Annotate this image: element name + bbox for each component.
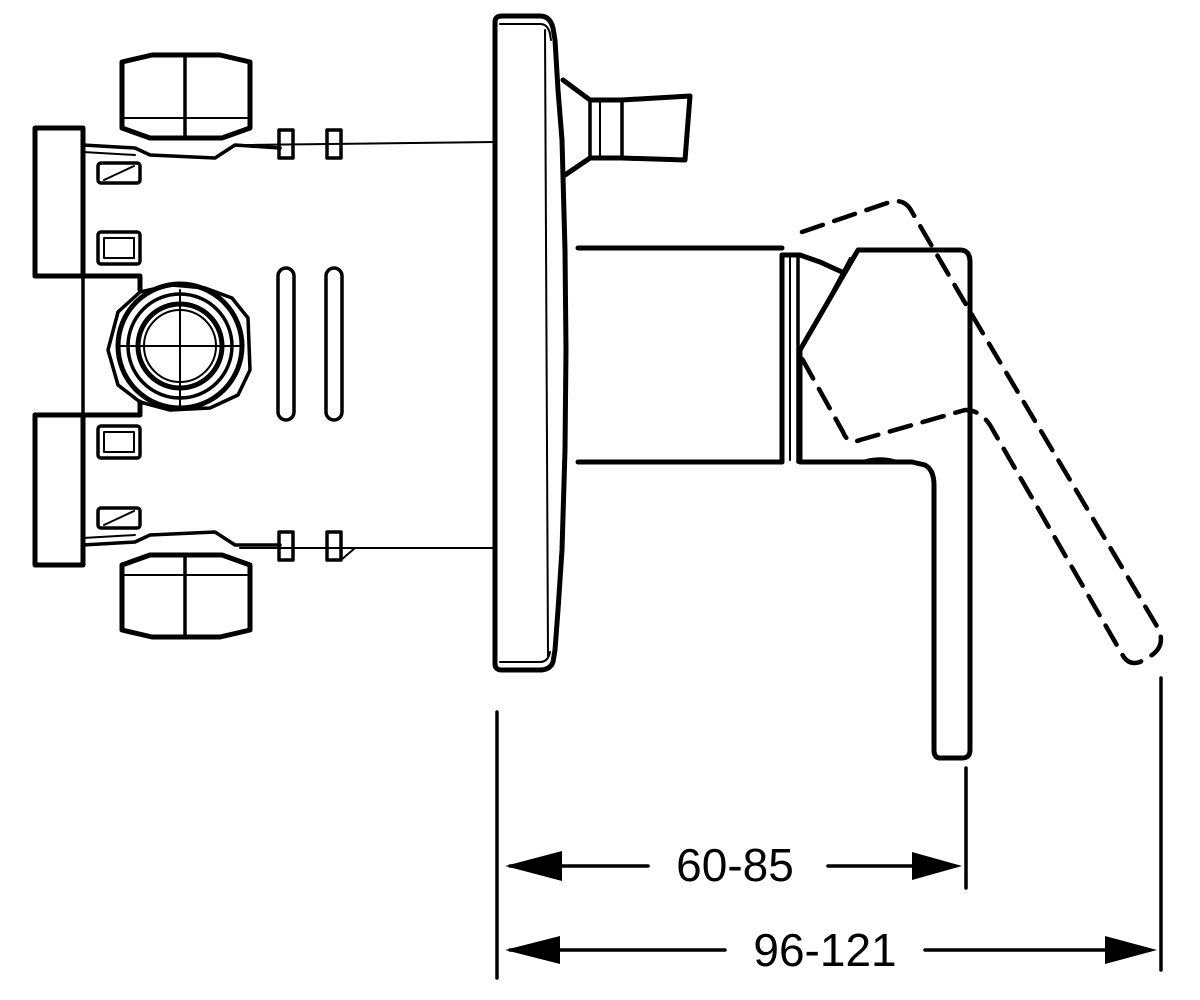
lever-solid [797, 247, 973, 761]
outer-dimension-label: 96-121 [753, 924, 896, 976]
upper-hex-nut [119, 52, 253, 141]
dimension-lines: 60-85 96-121 [495, 676, 1163, 980]
central-body [32, 273, 143, 418]
lower-hex-nut [119, 552, 253, 640]
left-frame-upper-plate [32, 125, 86, 279]
lever-dashed-position [797, 198, 1164, 666]
outer-dim-arrow-right [1105, 936, 1157, 964]
wall-plate [492, 13, 569, 673]
inner-dim-arrow-left [505, 851, 562, 881]
left-frame-lower-plate [32, 412, 86, 568]
handle-body [575, 245, 845, 465]
inner-dimension-label: 60-85 [676, 839, 794, 891]
mounting-body [32, 52, 496, 640]
diverter-knob [560, 77, 693, 178]
outer-dim-arrow-left [505, 936, 560, 964]
central-port [106, 281, 252, 412]
inner-dim-arrow-right [912, 852, 962, 880]
